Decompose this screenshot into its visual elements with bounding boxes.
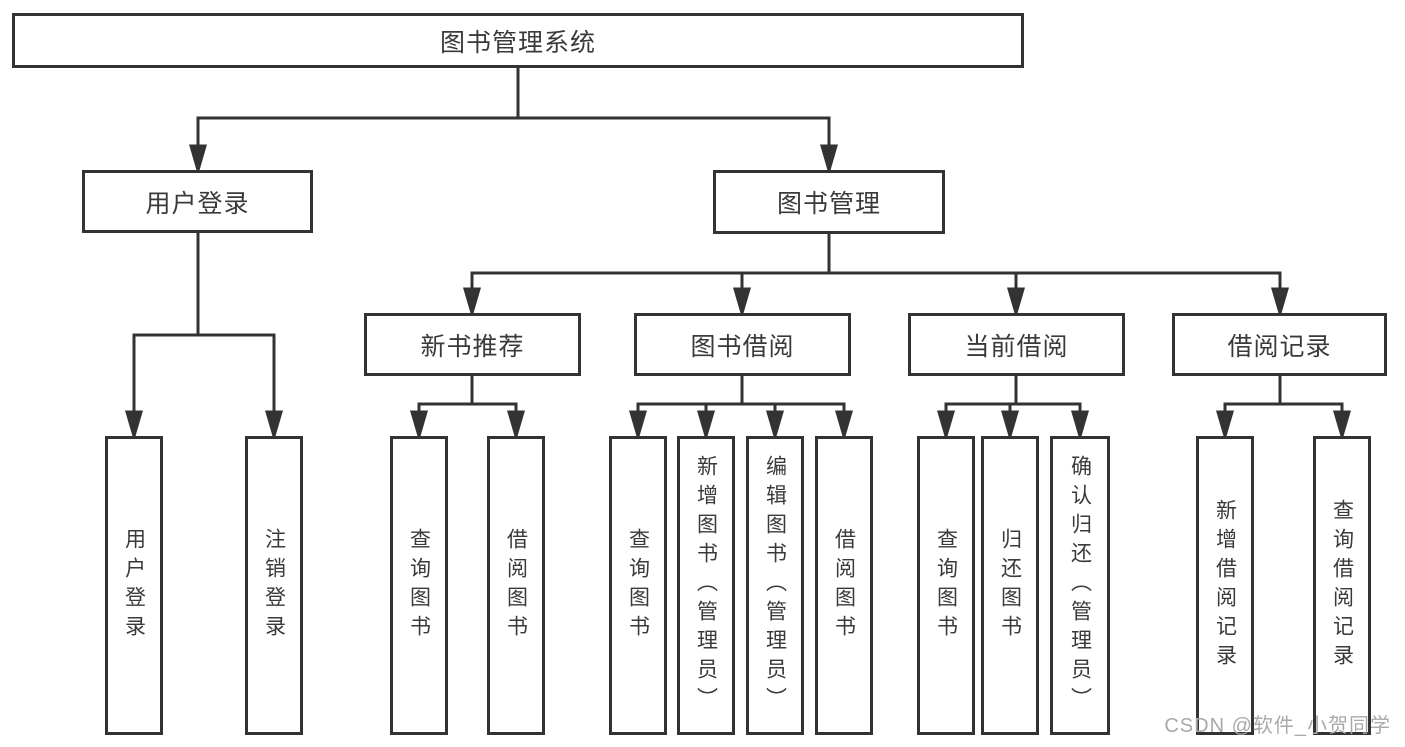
node-library-management-system: 图书管理系统 (12, 13, 1024, 68)
node-label: 编辑图书（管理员） (763, 455, 787, 716)
node-borrowing-records: 借阅记录 (1172, 313, 1387, 376)
node-new-book-recommend: 新书推荐 (364, 313, 581, 376)
node-book-borrowing: 图书借阅 (634, 313, 851, 376)
connector-new-book-recommend-to-leaves (410, 376, 525, 442)
node-label: 新书推荐 (420, 332, 525, 361)
connector-book-borrowing-to-leaves (629, 376, 853, 442)
node-current-borrowing: 当前借阅 (908, 313, 1125, 376)
leaf-query-books-current: 查询图书 (917, 436, 975, 735)
csdn-watermark: CSDN @软件_小贺同学 (1164, 715, 1391, 737)
node-label: 归还图书 (998, 527, 1022, 644)
node-label: 查询图书 (407, 527, 431, 644)
leaf-return-books: 归还图书 (981, 436, 1039, 735)
node-label: 用户登录 (122, 527, 146, 644)
node-label: 确认归还（管理员） (1068, 455, 1092, 716)
node-label: 查询图书 (934, 527, 958, 644)
connector-user-login-to-leaves (125, 233, 283, 442)
leaf-borrow-books-recommend: 借阅图书 (487, 436, 545, 735)
node-label: 新增借阅记录 (1213, 498, 1237, 673)
node-label: 新增图书（管理员） (694, 455, 718, 716)
leaf-query-borrow-record: 查询借阅记录 (1313, 436, 1371, 735)
node-label: 借阅图书 (832, 527, 856, 644)
leaf-edit-book-admin: 编辑图书（管理员） (746, 436, 804, 735)
node-label: 图书借阅 (690, 332, 795, 361)
node-label: 注销登录 (262, 527, 286, 644)
connector-current-borrowing-to-leaves (937, 376, 1089, 442)
node-label: 查询借阅记录 (1330, 498, 1354, 673)
node-book-management: 图书管理 (713, 170, 945, 234)
connector-root-to-level1 (189, 68, 838, 176)
node-user-login: 用户登录 (82, 170, 313, 233)
leaf-add-book-admin: 新增图书（管理员） (677, 436, 735, 735)
leaf-confirm-return-admin: 确认归还（管理员） (1050, 436, 1110, 735)
leaf-logout-login: 注销登录 (245, 436, 303, 735)
node-label: 用户登录 (145, 189, 250, 218)
leaf-user-login: 用户登录 (105, 436, 163, 735)
node-label: 查询图书 (626, 527, 650, 644)
leaf-add-borrow-record: 新增借阅记录 (1196, 436, 1254, 735)
node-label: 图书管理 (776, 190, 881, 218)
leaf-query-books-borrowing: 查询图书 (609, 436, 667, 735)
leaf-query-books-recommend: 查询图书 (390, 436, 448, 735)
node-label: 借阅记录 (1227, 332, 1332, 361)
connector-borrowing-records-to-leaves (1216, 376, 1351, 442)
node-label: 当前借阅 (964, 332, 1069, 361)
leaf-borrow-books-borrowing: 借阅图书 (815, 436, 873, 735)
connector-book-management-to-level2 (463, 234, 1289, 319)
node-label: 图书管理系统 (439, 28, 596, 57)
node-label: 借阅图书 (504, 527, 528, 644)
